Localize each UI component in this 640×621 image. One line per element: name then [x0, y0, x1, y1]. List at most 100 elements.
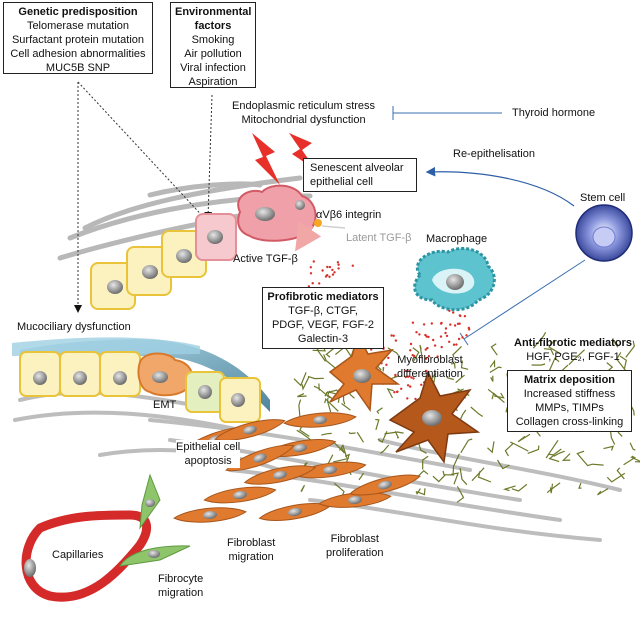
tgf-dot [324, 275, 328, 278]
tgf-dot [427, 355, 431, 358]
tgf-dot [331, 273, 335, 276]
tgf-dot [445, 334, 449, 338]
apoptosis-label: Epithelial cell apoptosis [176, 440, 241, 468]
collagen-fibre [376, 407, 383, 414]
fibroblast-nucleus [253, 453, 267, 463]
tgf-dot [407, 375, 410, 378]
antifibrotic-inhibition [459, 259, 586, 346]
tgf-dot [465, 334, 468, 337]
collagen-fibre [504, 442, 514, 457]
collagen-fibre [348, 431, 356, 435]
macrophage-label: Macrophage [426, 233, 488, 245]
fibroblast-nucleus [243, 425, 257, 435]
antifibrotic-title: Anti-fibrotic mediators [514, 337, 632, 349]
tgf-dot [439, 322, 443, 325]
environmental-item: Viral infection [180, 62, 246, 74]
collagen-fibre [548, 339, 562, 355]
stem-cell-label: Stem cell [580, 192, 626, 204]
collagen-fibre [619, 355, 627, 369]
apoptosis-line: Epithelial cell [176, 441, 241, 453]
stem-cell-icon [575, 204, 633, 262]
fibroblast-nucleus [323, 465, 337, 475]
fibroblast-cell [203, 486, 277, 504]
genetic-item: MUC5B SNP [45, 62, 111, 74]
tgf-dot [318, 282, 321, 285]
mucociliary-label: Mucociliary dysfunction [17, 321, 131, 333]
fibroblast-proliferation-line: proliferation [326, 547, 384, 559]
fibroblast-nucleus [273, 470, 287, 480]
fibroblast-migration-label: Fibroblast migration [227, 536, 275, 564]
collagen-fibre [578, 482, 582, 489]
fibroblast-cell [293, 461, 367, 479]
thyroid-inhibition [392, 106, 502, 120]
collagen-fibre [386, 388, 394, 399]
fibrocyte-migration-line: migration [158, 587, 204, 599]
collagen-fibre [323, 354, 337, 370]
myofibroblast-line: differentiation [397, 368, 463, 380]
collagen-fibre [543, 348, 555, 356]
fibroblast-nucleus [313, 415, 327, 425]
fibroblast-nucleus [293, 443, 307, 453]
fibrocyte-cells [118, 473, 191, 567]
tgf-dot [336, 261, 340, 264]
tgf-dot [412, 377, 415, 380]
collagen-fibre [325, 346, 336, 358]
integrin-label: αVβ6 integrin [316, 209, 382, 221]
collagen-fibre [546, 482, 561, 494]
matrix-title: Matrix deposition [523, 374, 616, 386]
collagen-fibre [382, 366, 385, 372]
collagen-fibre [553, 450, 565, 457]
profibrotic-title: Profibrotic mediators [267, 291, 379, 303]
fibroblast-cell [173, 507, 247, 523]
genetic-item: Telomerase mutation [26, 20, 130, 32]
active-tgf-label: Active TGF-β [233, 253, 298, 265]
collagen-fibre [341, 403, 351, 411]
collagen-fibre [603, 445, 615, 451]
emt-label: EMT [153, 399, 177, 411]
alveolar-epithelium-upper [90, 213, 237, 310]
fibroblast-cell [214, 419, 286, 441]
collagen-fibre [297, 393, 307, 398]
tgf-dot [390, 334, 393, 337]
profibrotic-mediators-box: Profibrotic mediators TGF-β, CTGF, PDGF,… [262, 287, 384, 349]
environmental-title-line: Environmental [175, 6, 252, 18]
collagen-fibre [300, 484, 306, 493]
capillary-loop [21, 510, 151, 602]
fibroblast-proliferation-line: Fibroblast [330, 533, 379, 545]
collagen-fibre [339, 443, 348, 458]
tgf-dot [424, 333, 427, 337]
environmental-item: Air pollution [184, 48, 242, 60]
tgf-dot [409, 385, 412, 388]
collagen-fibre [548, 357, 560, 372]
genetic-item: Cell adhesion abnormalities [10, 48, 146, 60]
matrix-item: Increased stiffness [523, 388, 616, 400]
collagen-fibre [548, 454, 560, 463]
antifibrotic-item: HGF, PGE₂, FGF-1 [526, 351, 620, 363]
tgf-dot [463, 315, 467, 318]
collagen-fibre [412, 347, 420, 362]
matrix-item: MMPs, TIMPs [535, 402, 604, 414]
collagen-fibre [597, 488, 609, 496]
collagen-fibre [442, 470, 455, 476]
environmental-item: Smoking [191, 34, 235, 46]
thyroid-hormone-label: Thyroid hormone [512, 107, 596, 119]
genetic-item: Surfactant protein mutation [11, 34, 145, 46]
tgf-dot [455, 343, 458, 346]
collagen-fibre [358, 472, 365, 481]
collagen-fibre [431, 372, 437, 386]
collagen-fibre [531, 363, 546, 366]
collagen-fibre [527, 445, 540, 454]
collagen-fibre [459, 467, 468, 486]
tgf-dot [311, 282, 314, 285]
tgf-dot [406, 384, 410, 387]
collagen-fibre [470, 406, 484, 418]
fibroblast-migration-line: Fibroblast [227, 537, 276, 549]
collagen-fibre [451, 472, 460, 485]
collagen-fibre [460, 360, 469, 370]
collagen-fibre [615, 352, 627, 373]
tgf-dot [404, 369, 407, 372]
collagen-fibre [616, 467, 625, 480]
tgf-dot [453, 324, 457, 327]
tgf-dot [449, 323, 452, 326]
